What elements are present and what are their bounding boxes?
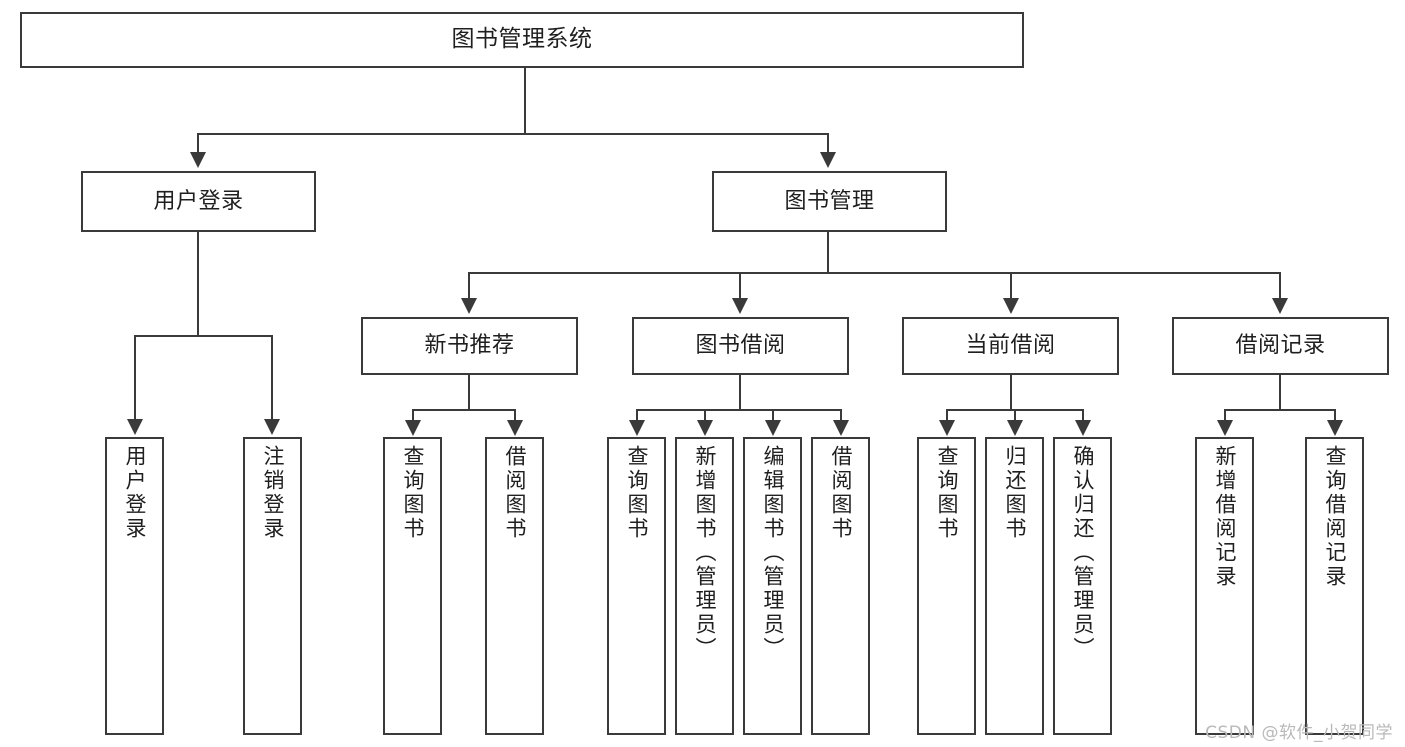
arrow-bookborrow-leaf-3 (765, 420, 781, 436)
connector-borrowrecord-drop-1 (1224, 409, 1226, 421)
leaf-borrow-record-add[interactable]: 新增借阅记录 (1195, 437, 1254, 735)
arrow-root-to-bookmgmt (820, 152, 836, 168)
node-label: 新增图书（管理员） (693, 445, 717, 661)
connector-userlogin-bus (134, 335, 272, 337)
connector-userlogin-drop-1 (134, 335, 136, 420)
leaf-user-login-logout[interactable]: 注销登录 (243, 437, 302, 735)
connector-newbook-drop-1 (412, 409, 414, 421)
connector-root-bus (197, 133, 827, 135)
node-new-book-recommend[interactable]: 新书推荐 (361, 317, 578, 375)
node-label: 新书推荐 (424, 333, 515, 359)
connector-newbook-drop-2 (514, 409, 516, 421)
connector-bookmgmt-stem (827, 232, 829, 272)
node-label: 查询图书 (625, 445, 649, 541)
node-label: 归还图书 (1003, 445, 1027, 541)
leaf-new-book-query[interactable]: 查询图书 (383, 437, 442, 735)
connector-bookmgmt-drop-3 (1010, 272, 1012, 299)
node-label: 新增借阅记录 (1213, 445, 1237, 589)
arrow-borrowrecord-leaf-1 (1217, 420, 1233, 436)
node-label: 图书借阅 (695, 333, 786, 359)
connector-currentborrow-drop-1 (946, 409, 948, 421)
leaf-book-borrow-add[interactable]: 新增图书（管理员） (675, 437, 734, 735)
connector-newbook-bus (412, 409, 514, 411)
node-label: 查询借阅记录 (1323, 445, 1347, 589)
connector-bookmgmt-bus (468, 272, 1279, 274)
connector-userlogin-stem (197, 232, 199, 335)
connector-root-stem (524, 68, 526, 133)
connector-bookmgmt-drop-1 (468, 272, 470, 299)
connector-currentborrow-drop-2 (1014, 409, 1016, 421)
arrow-currentborrow-leaf-1 (939, 420, 955, 436)
connector-currentborrow-drop-3 (1082, 409, 1084, 421)
node-label: 借阅记录 (1235, 333, 1326, 359)
connector-borrowrecord-drop-2 (1334, 409, 1336, 421)
node-current-borrow[interactable]: 当前借阅 (902, 317, 1119, 375)
arrow-currentborrow-leaf-3 (1075, 420, 1091, 436)
leaf-current-borrow-confirm-return[interactable]: 确认归还（管理员） (1053, 437, 1112, 735)
leaf-new-book-borrow[interactable]: 借阅图书 (485, 437, 544, 735)
leaf-book-borrow-borrow[interactable]: 借阅图书 (811, 437, 870, 735)
node-borrow-record[interactable]: 借阅记录 (1172, 317, 1389, 375)
node-book-management[interactable]: 图书管理 (712, 171, 947, 232)
arrow-userlogin-leaf-1 (127, 419, 143, 435)
connector-bookborrow-drop-2 (704, 409, 706, 421)
node-label: 图书管理系统 (451, 26, 593, 53)
node-user-login[interactable]: 用户登录 (81, 171, 316, 232)
leaf-user-login-login[interactable]: 用户登录 (105, 437, 164, 735)
connector-newbook-stem (468, 375, 470, 409)
leaf-current-borrow-query[interactable]: 查询图书 (917, 437, 976, 735)
connector-currentborrow-stem (1010, 375, 1012, 409)
leaf-book-borrow-query[interactable]: 查询图书 (607, 437, 666, 735)
connector-userlogin-drop-2 (271, 335, 273, 420)
node-label: 查询图书 (935, 445, 959, 541)
connector-borrowrecord-stem (1279, 375, 1281, 409)
arrow-bookborrow-leaf-1 (629, 420, 645, 436)
connector-bookborrow-bus (636, 409, 840, 411)
connector-bookmgmt-drop-2 (739, 272, 741, 299)
arrow-bookmgmt-to-newbook (461, 298, 477, 314)
arrow-borrowrecord-leaf-2 (1327, 420, 1343, 436)
arrow-currentborrow-leaf-2 (1007, 420, 1023, 436)
node-label: 用户登录 (153, 188, 244, 214)
node-book-borrow[interactable]: 图书借阅 (632, 317, 849, 375)
arrow-root-to-userlogin (190, 152, 206, 168)
arrow-newbook-leaf-2 (507, 420, 523, 436)
connector-bookborrow-drop-3 (772, 409, 774, 421)
node-label: 图书管理 (784, 188, 875, 214)
node-label: 借阅图书 (503, 445, 527, 541)
arrow-userlogin-leaf-2 (264, 419, 280, 435)
arrow-bookmgmt-to-bookborrow (732, 298, 748, 314)
node-label: 编辑图书（管理员） (761, 445, 785, 661)
node-label: 用户登录 (123, 445, 147, 541)
connector-borrowrecord-bus (1224, 409, 1334, 411)
node-label: 确认归还（管理员） (1071, 445, 1095, 661)
leaf-current-borrow-return[interactable]: 归还图书 (985, 437, 1044, 735)
connector-bookborrow-stem (739, 375, 741, 409)
leaf-borrow-record-query[interactable]: 查询借阅记录 (1305, 437, 1364, 735)
node-label: 注销登录 (261, 445, 285, 541)
connector-bookmgmt-drop-4 (1279, 272, 1281, 299)
arrow-bookmgmt-to-currentborrow (1003, 298, 1019, 314)
arrow-newbook-leaf-1 (405, 420, 421, 436)
connector-root-to-userlogin (197, 133, 199, 153)
arrow-bookborrow-leaf-2 (697, 420, 713, 436)
connector-root-to-bookmgmt (827, 133, 829, 153)
node-root-system[interactable]: 图书管理系统 (20, 12, 1024, 68)
node-label: 当前借阅 (965, 333, 1056, 359)
leaf-book-borrow-edit[interactable]: 编辑图书（管理员） (743, 437, 802, 735)
connector-bookborrow-drop-1 (636, 409, 638, 421)
arrow-bookmgmt-to-borrowrecord (1272, 298, 1288, 314)
connector-bookborrow-drop-4 (840, 409, 842, 421)
arrow-bookborrow-leaf-4 (833, 420, 849, 436)
node-label: 查询图书 (401, 445, 425, 541)
node-label: 借阅图书 (829, 445, 853, 541)
